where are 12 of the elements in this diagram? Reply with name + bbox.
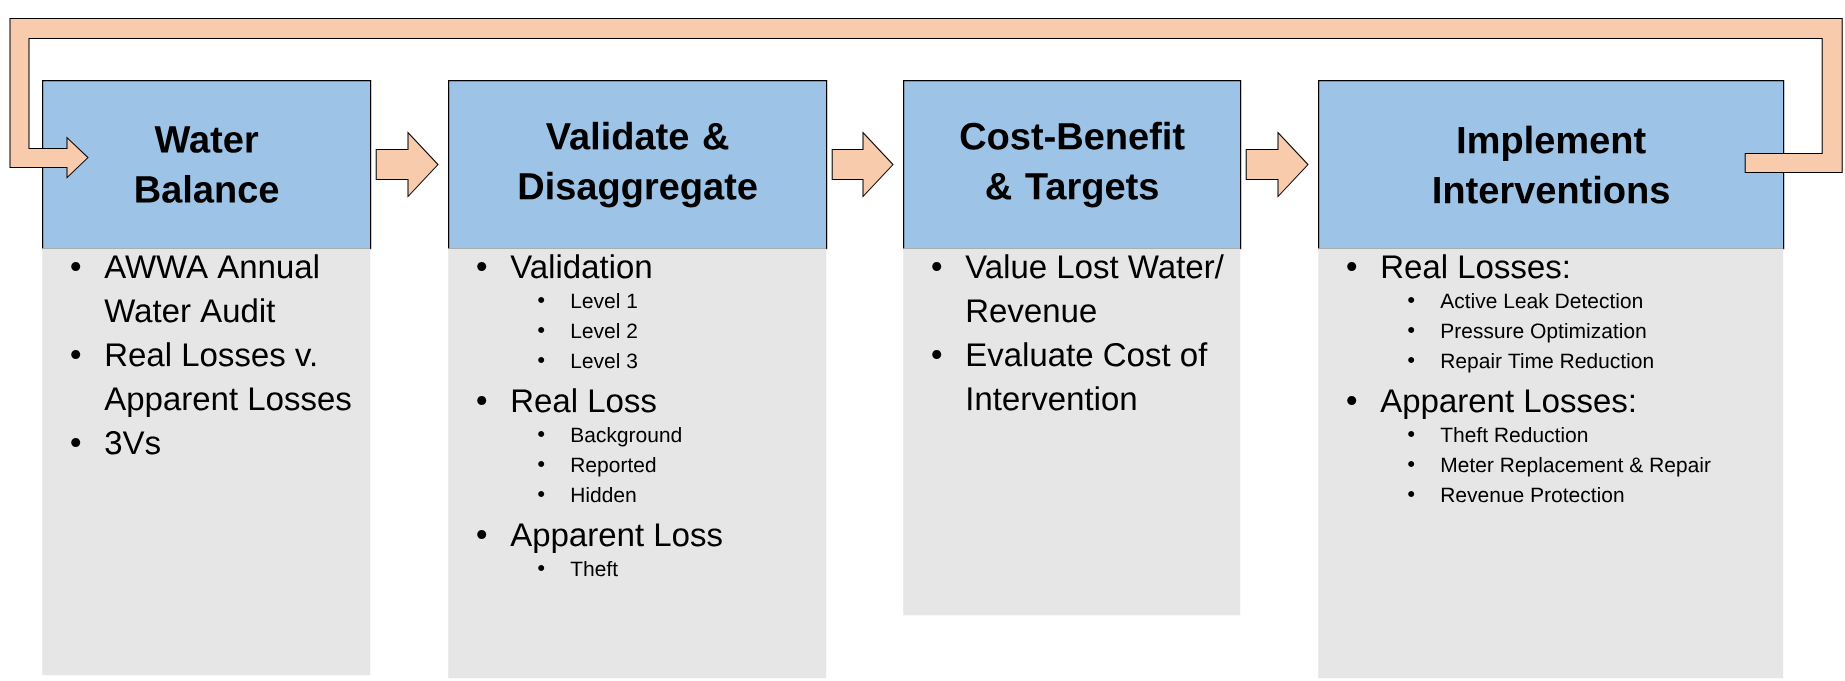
step-box: Cost-Benefit & Targets (903, 80, 1242, 250)
block-arrow (831, 132, 894, 198)
bullet-list-panel: Validation Level 1 Level 2 Level 3 Real Loss Background Reported Hidden Apparent Loss Theft (448, 248, 827, 679)
bullet-list-panel: AWWA Annual Water Audit Real Losses v. Apparent Losses 3Vs (42, 248, 371, 676)
block-arrow (375, 132, 439, 198)
step-box: Validate & Disaggregate (448, 80, 828, 250)
bullet-list-panel: Value Lost Water/ Revenue Evaluate Cost of Intervention (903, 248, 1241, 616)
bullet-list-panel: Real Losses: Active Leak Detection Pressure Optimization Repair Time Reduction Apparent Losses: Theft Reduction Meter Replacement & Repair Revenue Protection (1318, 248, 1784, 679)
step-box: Water Balance (42, 80, 372, 250)
feedback-arrow (9, 18, 1843, 179)
block-arrow (1245, 132, 1309, 198)
step-box: Implement Interventions (1318, 80, 1785, 250)
